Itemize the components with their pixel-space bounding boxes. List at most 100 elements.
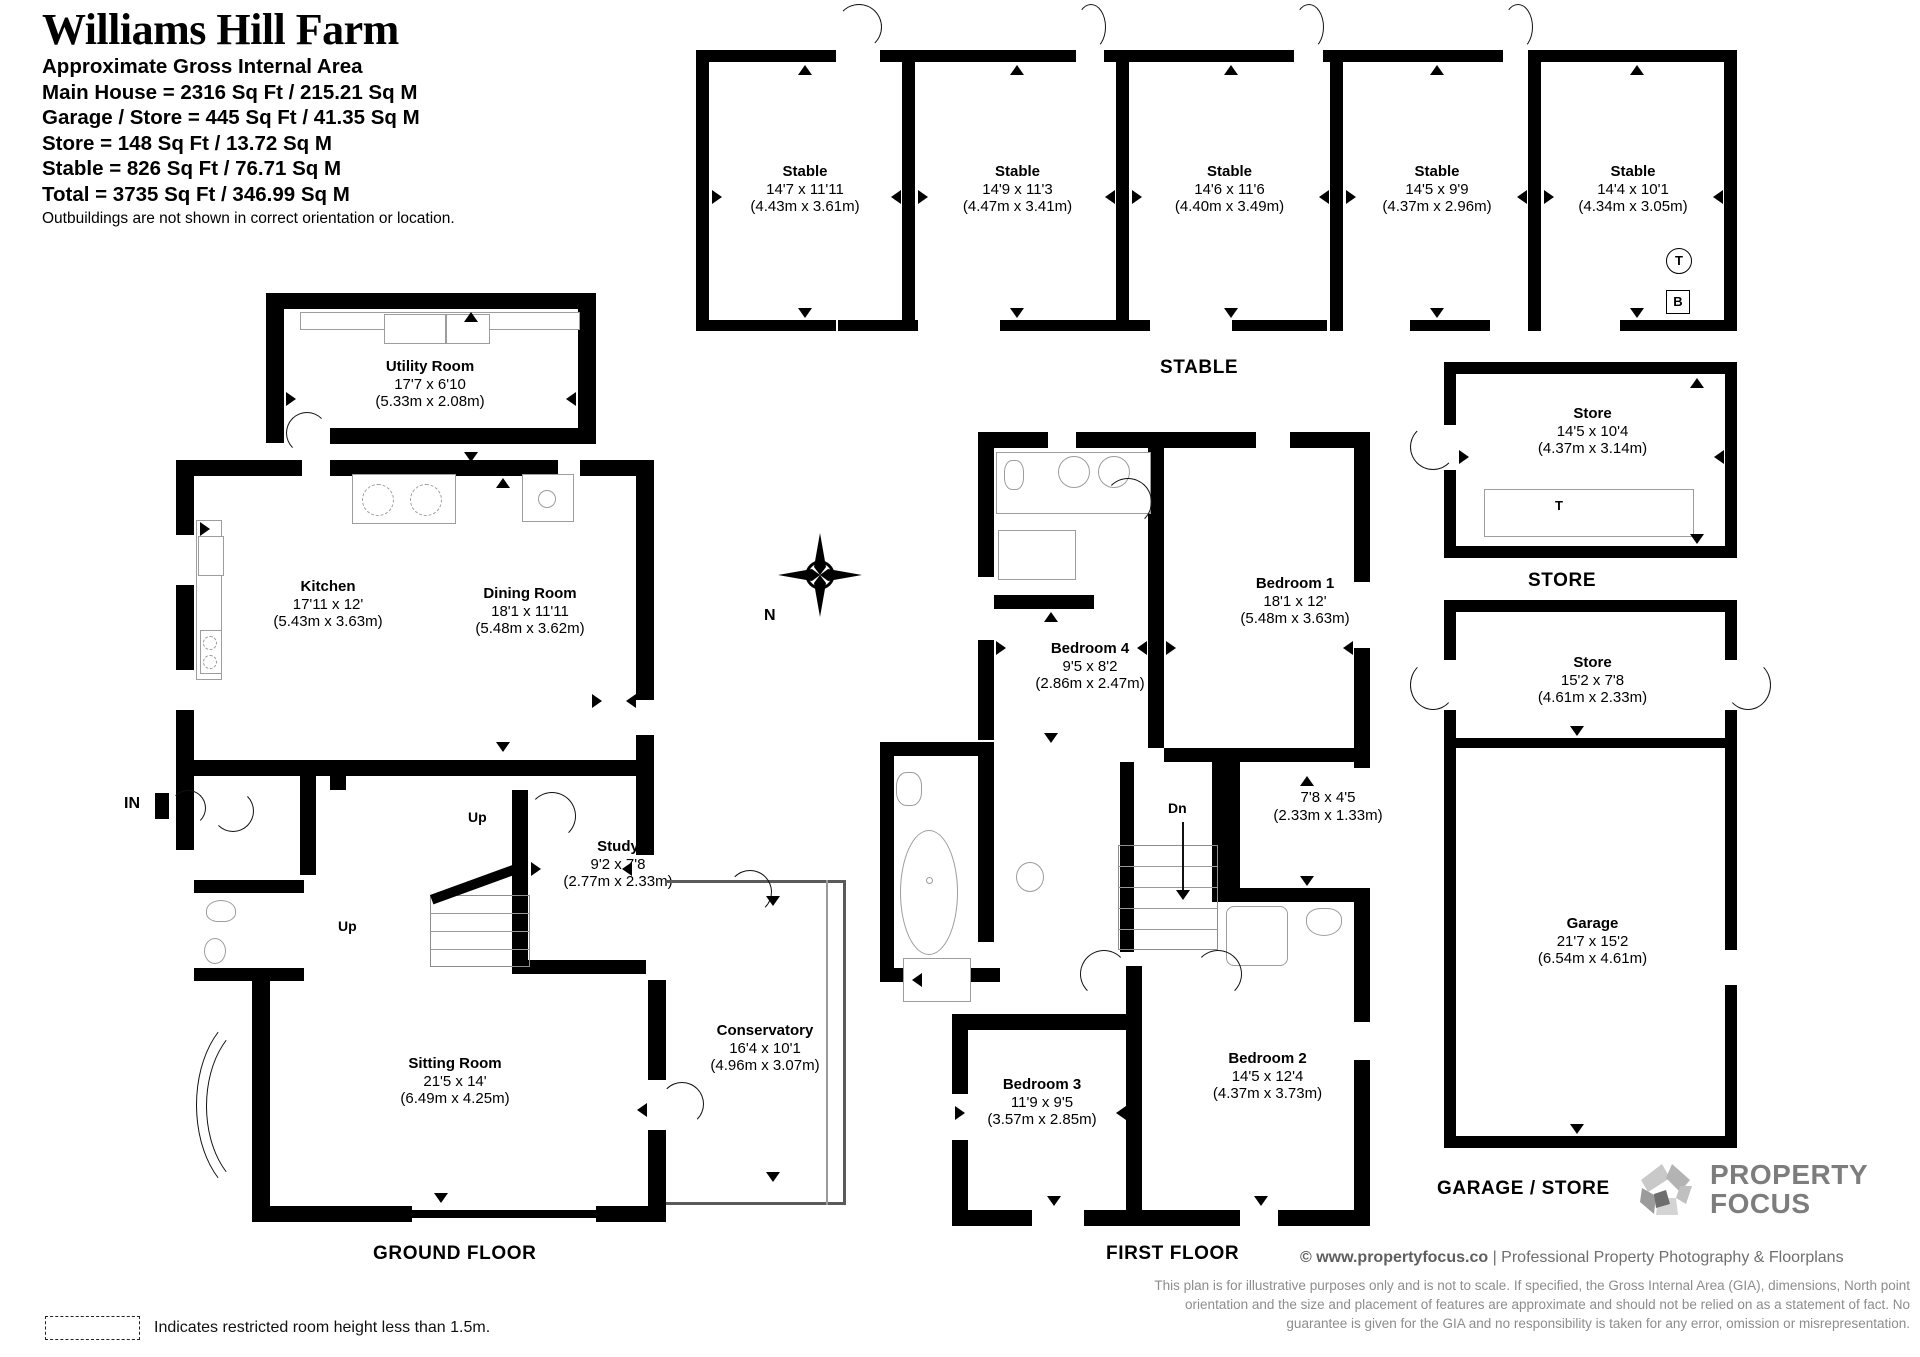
ff-lower-shower	[1226, 906, 1288, 966]
gf-utility-arrow-bottom	[464, 452, 478, 462]
store-wall-right	[1725, 362, 1737, 558]
gf-main-wall-top-c	[580, 460, 650, 476]
stable-divider-4	[1528, 50, 1541, 331]
store-arrow-right	[1714, 450, 1724, 464]
garage-door-arc-left	[1410, 660, 1456, 710]
store-tank-badge: T	[1555, 498, 1563, 513]
gf-dining-arrow-top	[496, 478, 510, 488]
gf-entrance-marker	[155, 793, 169, 819]
ff-bed4-arrow-bottom	[1044, 733, 1058, 743]
ff-landing-wall-left	[1120, 762, 1134, 952]
stable-arrow-5-bot	[1630, 308, 1644, 318]
garage-wall-right-b	[1725, 710, 1737, 950]
garage-store-label: Store 15'2 x 7'8 (4.61m x 2.33m)	[1537, 654, 1648, 706]
ff-bath-wall-right	[978, 742, 994, 942]
gf-dining-arrow-right	[626, 694, 636, 708]
copyright-line: © www.propertyfocus.co | Professional Pr…	[1300, 1249, 1844, 1267]
ff-small-room-arrow-bottom	[1300, 876, 1314, 886]
stable-door-arc-2	[1076, 4, 1106, 50]
area-store: Store = 148 Sq Ft / 13.72 Sq M	[42, 131, 332, 155]
gf-dining-arrow-bottom	[496, 742, 510, 752]
copyright-tagline: Professional Property Photography & Floo…	[1501, 1249, 1844, 1266]
stable-wall-bottom-a	[696, 320, 836, 331]
gf-up-tag-2: Up	[338, 918, 357, 934]
ff-bed1-arrow-left	[1166, 641, 1176, 655]
stable-arrow-3-left	[1132, 190, 1142, 204]
ff-bed1-arrow-right	[1343, 641, 1353, 655]
store-wall-left-a	[1444, 362, 1456, 425]
ff-small-room-wall-bottom	[1226, 888, 1370, 902]
stable-arrow-1-top	[798, 65, 812, 75]
gf-sitting-label: Sitting Room 21'5 x 14' (6.49m x 4.25m)	[400, 1055, 510, 1107]
gf-utility-wall-left	[266, 293, 284, 443]
gf-sitting-arrow-bottom	[434, 1193, 448, 1203]
disclaimer-text: This plan is for illustrative purposes o…	[1154, 1278, 1910, 1331]
gf-wc-basin	[206, 900, 236, 922]
first-floor-title: FIRST FLOOR	[1106, 1243, 1240, 1264]
gf-hall-wall-a	[300, 770, 316, 875]
gf-main-wall-right-a	[636, 460, 654, 700]
ff-small-room-label: 7'8 x 4'5 (2.33m x 1.33m)	[1273, 789, 1383, 824]
stable-door-arc-1	[836, 4, 882, 50]
stable-room-5-label: Stable 14'4 x 10'1 (4.34m x 3.05m)	[1578, 163, 1688, 215]
gf-kitchen-label: Kitchen 17'11 x 12' (5.43m x 3.63m)	[273, 578, 383, 630]
ff-bed4-arrow-right	[1137, 641, 1147, 655]
gf-stair-step-1	[430, 913, 530, 914]
stable-arrow-4-left	[1346, 190, 1356, 204]
stable-wall-right	[1724, 50, 1737, 330]
ff-div-bed4-top	[994, 595, 1094, 609]
gf-sitting-wall-right-b	[648, 1130, 666, 1220]
garage-divider	[1444, 738, 1737, 748]
gf-kitchen-sink	[198, 536, 224, 576]
stable-arrow-4-top	[1430, 65, 1444, 75]
ff-staircase	[1118, 845, 1218, 950]
stable-arrow-2-top	[1010, 65, 1024, 75]
restricted-height-legend: Indicates restricted room height less th…	[45, 1316, 490, 1340]
stable-arrow-5-top	[1630, 65, 1644, 75]
ff-bath-tub	[900, 830, 958, 955]
ff-small-room-arrow-top	[1300, 776, 1314, 786]
ff-bed3-wall-top	[952, 1014, 1128, 1030]
gf-bay-window-arc-2	[206, 1020, 316, 1192]
ff-lower-basin	[1306, 908, 1342, 936]
ff-wall-top-c	[1290, 432, 1370, 448]
gf-sitting-wall-right-a	[648, 980, 666, 1080]
gf-utility-door-arc	[286, 412, 328, 454]
ff-bed2-wall-right-b	[1354, 1060, 1370, 1220]
gf-wc-wall-top	[194, 880, 304, 893]
stable-arrow-3-top	[1224, 65, 1238, 75]
stable-floor-title: STABLE	[1160, 357, 1239, 378]
store-floor-title: STORE	[1528, 570, 1597, 591]
garage-wall-top	[1444, 600, 1737, 612]
gf-dining-label: Dining Room 18'1 x 11'11 (5.48m x 3.62m)	[475, 585, 585, 637]
stable-arrow-2-bot	[1010, 308, 1024, 318]
ff-bed3-door-arc	[1080, 950, 1128, 998]
area-stable: Stable = 826 Sq Ft / 76.71 Sq M	[42, 157, 342, 180]
gf-utility-arrow-top	[464, 312, 478, 322]
page-title: Williams Hill Farm	[42, 5, 399, 54]
logo-text-line2: FOCUS	[1710, 1188, 1811, 1219]
stable-arrow-3-right	[1319, 190, 1329, 204]
store-wall-left-b	[1444, 470, 1456, 558]
gf-conservatory-arrow-bottom	[766, 1172, 780, 1182]
gf-conservatory-door-arc	[728, 870, 772, 914]
gf-up-tag-1: Up	[468, 809, 487, 825]
store-arrow-left	[1459, 450, 1469, 464]
gf-main-wall-top-b	[330, 460, 558, 476]
ff-bed3-arrow-right	[1116, 1106, 1126, 1120]
garage-wall-left-a	[1444, 600, 1456, 660]
garage-wall-right-a	[1725, 600, 1737, 660]
stable-room-3-label: Stable 14'6 x 11'6 (4.40m x 3.49m)	[1174, 163, 1285, 215]
gf-main-wall-left-b	[176, 585, 194, 670]
stable-wall-bottom-f	[1620, 320, 1737, 331]
stable-arrow-3-bot	[1224, 308, 1238, 318]
copyright-url[interactable]: © www.propertyfocus.co	[1300, 1249, 1489, 1266]
gf-bay-window-arc	[196, 1010, 316, 1200]
ff-bed3-wall-left-a	[952, 1014, 968, 1094]
stable-wall-top-c	[1104, 50, 1294, 62]
stable-wall-left	[696, 50, 709, 330]
ff-bed3-arrow-bottom	[1047, 1196, 1061, 1206]
ground-floor-title: GROUND FLOOR	[373, 1243, 537, 1264]
ff-bed2-wall-right-a	[1354, 902, 1370, 1022]
gf-main-wall-left-a	[176, 460, 194, 535]
